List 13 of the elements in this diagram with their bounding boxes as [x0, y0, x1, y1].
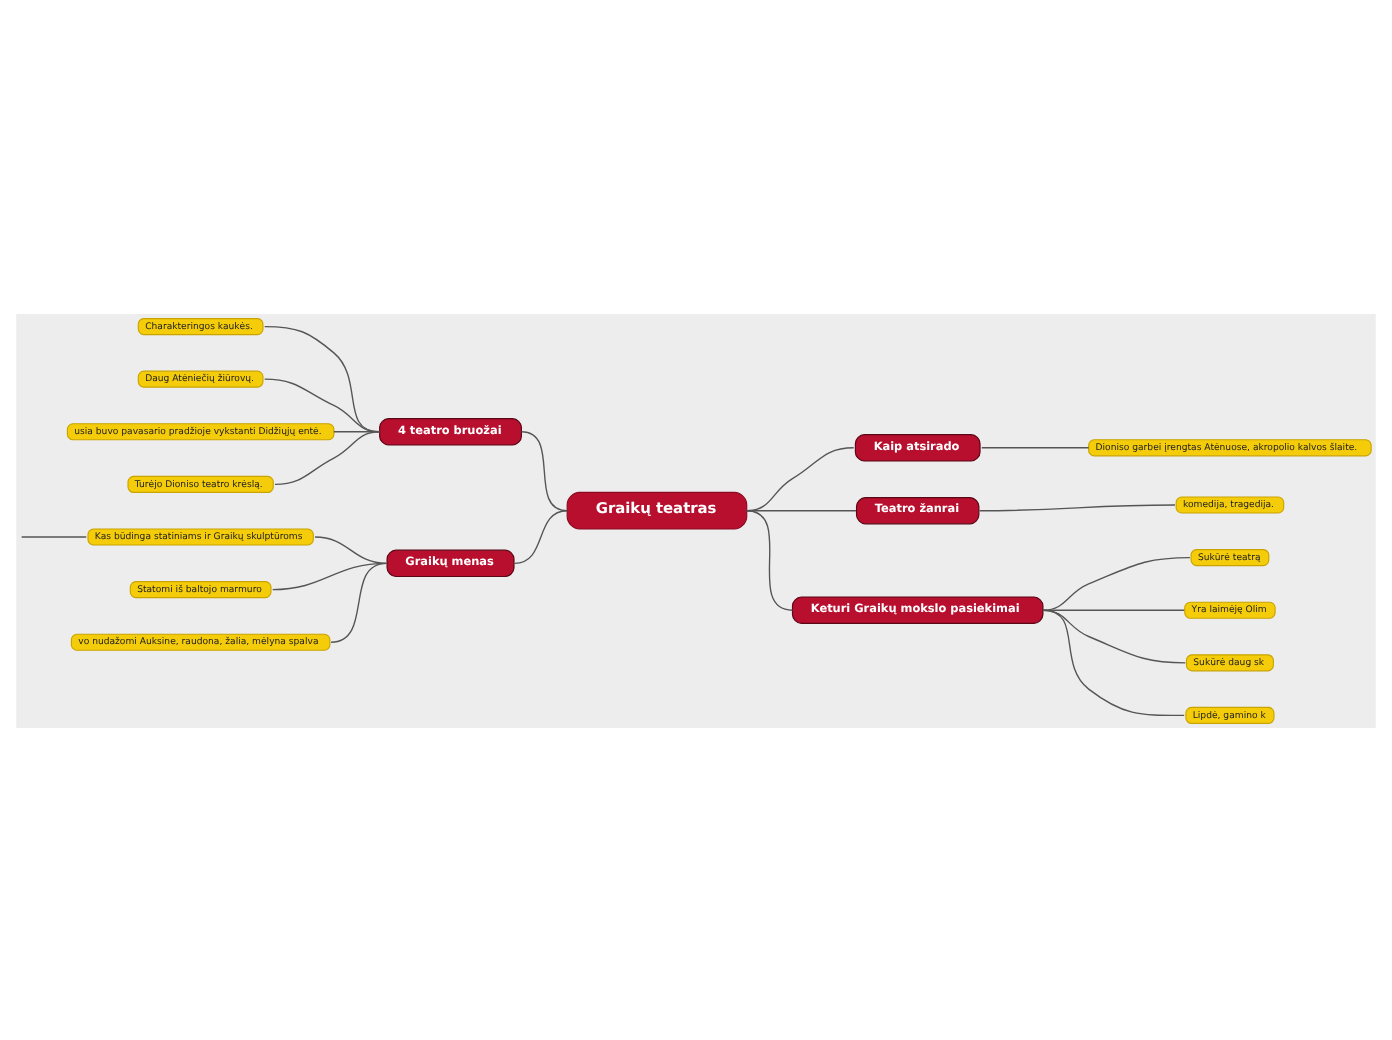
connector	[513, 509, 568, 563]
connector	[1042, 555, 1191, 610]
connector	[981, 446, 1090, 448]
connector	[978, 503, 1176, 511]
connector	[20, 535, 87, 537]
connector	[520, 430, 568, 511]
connector	[746, 509, 794, 610]
connector	[746, 509, 857, 511]
connector	[274, 430, 381, 485]
connector	[330, 561, 388, 642]
connector	[314, 535, 388, 563]
connector	[746, 446, 855, 511]
connector	[1042, 608, 1185, 716]
